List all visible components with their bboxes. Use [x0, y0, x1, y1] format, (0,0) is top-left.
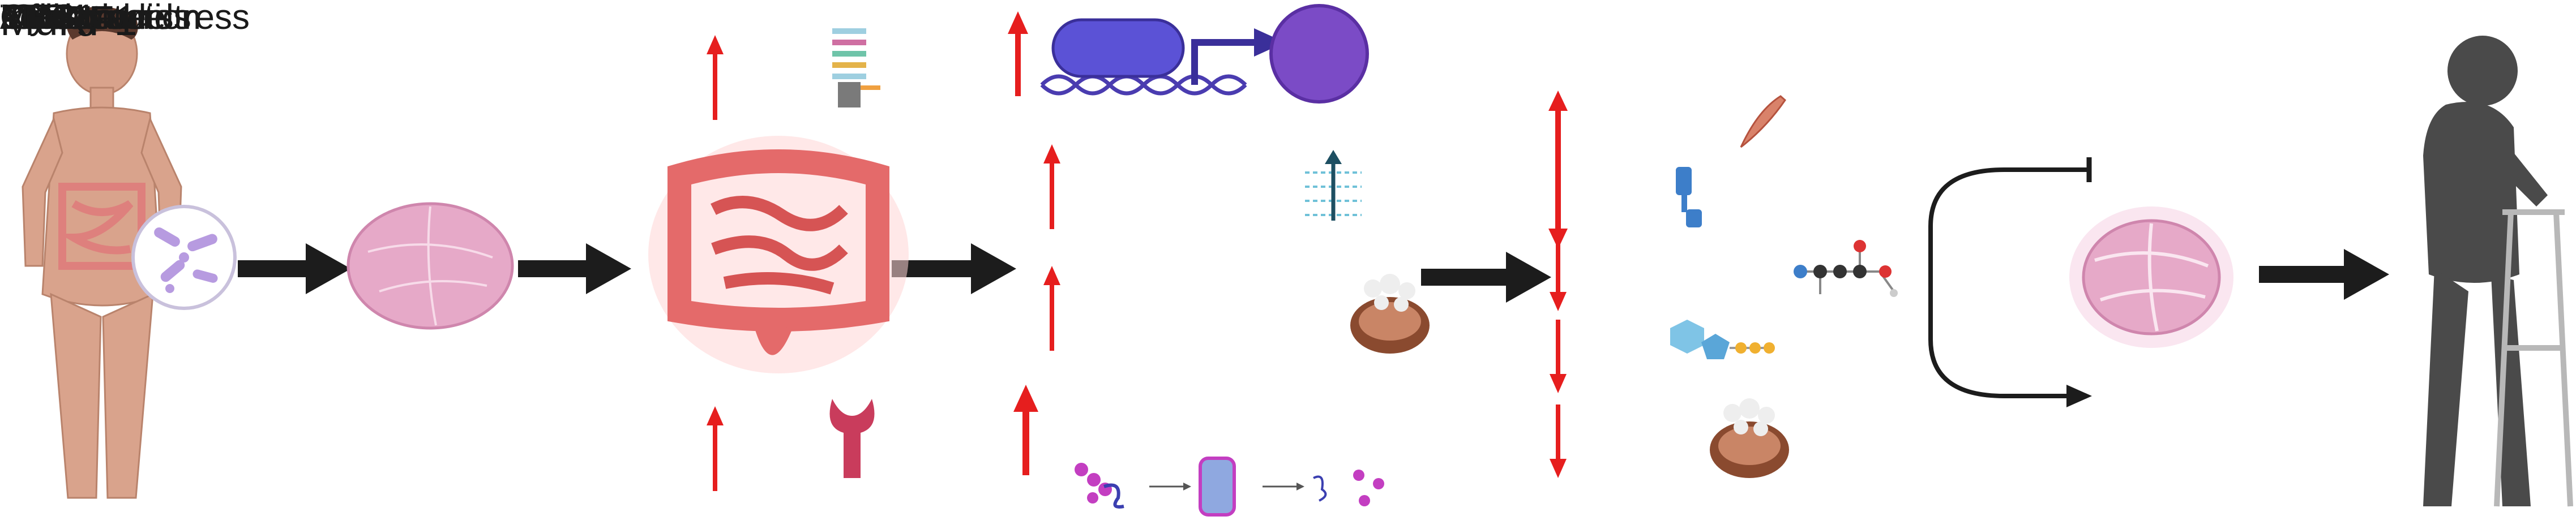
balance-connector: [1928, 157, 2092, 407]
mitochondrion-icon: [1350, 274, 1430, 354]
proteasome-pathway-icon: [1075, 457, 1384, 517]
igf1-receptor-icon: [1676, 167, 1702, 227]
amino-acid-molecule-icon: [1794, 240, 1898, 297]
flow-arrow-2: [518, 243, 631, 294]
flow-arrow-5: [2259, 249, 2389, 300]
igf1-label: IGF-1: [0, 0, 90, 37]
up-arrow-low-grade: [1043, 144, 1060, 229]
nfkb-label: NF-κB: [0, 0, 90, 33]
muscle-cross-section-icon: [346, 202, 514, 330]
up-arrow-oxidative: [1043, 266, 1060, 351]
low-grade-label-2: Inflammation: [0, 0, 201, 37]
bidirectional-arrow-myostatin: [1548, 91, 1568, 249]
murf1-label: MuRF1: [0, 0, 138, 44]
tlr4-label: TLR4: [0, 0, 86, 37]
pgc1a-label: PGC1a: [0, 0, 115, 37]
mps-label: MPS: [0, 0, 76, 37]
mpb-label: MPB: [0, 0, 76, 37]
ub-badge-icon: [1269, 4, 1369, 104]
amino-acids-label: Amino acids: [0, 0, 191, 37]
up-arrow-murf1: [1013, 385, 1038, 475]
myostatin-label: Myostatin: [0, 0, 151, 37]
flow-arrow-1: [238, 243, 351, 294]
bacteria-circle-icon: [131, 205, 237, 310]
atrophic-muscle-icon: [2069, 206, 2233, 348]
inflamed-intestine-icon: [648, 136, 909, 373]
ub-label: Ub: [0, 0, 48, 40]
lps-molecule-icon: [832, 28, 880, 107]
flow-arrow-4: [1421, 252, 1551, 303]
low-grade-label-1: Low-grade: [0, 0, 166, 37]
down-arrow-atp: [1550, 320, 1567, 393]
atp-molecule-icon: [1670, 320, 1775, 359]
up-arrow-nfkb: [1008, 11, 1028, 96]
elderly-walker-icon: [2423, 36, 2573, 507]
inflammation-gradient-icon: [1305, 150, 1362, 221]
tlr4-receptor-icon: [829, 399, 875, 478]
mitochondrion-icon-2: [1710, 398, 1789, 478]
nfkb-promoter-icon: [1040, 18, 1285, 96]
down-arrow-pgc1a: [1550, 404, 1567, 478]
flow-arrow-3: [892, 243, 1016, 294]
up-arrow-tlr4: [707, 406, 724, 491]
myostatin-icon: [1740, 95, 1786, 148]
oxidative-stress-label: Oxidative stress: [0, 0, 250, 37]
atp-label: ATP: [0, 0, 66, 37]
lps-label: LPS: [0, 0, 67, 37]
down-arrow-amino-acids: [1550, 232, 1567, 311]
up-arrow-lps: [707, 35, 724, 120]
